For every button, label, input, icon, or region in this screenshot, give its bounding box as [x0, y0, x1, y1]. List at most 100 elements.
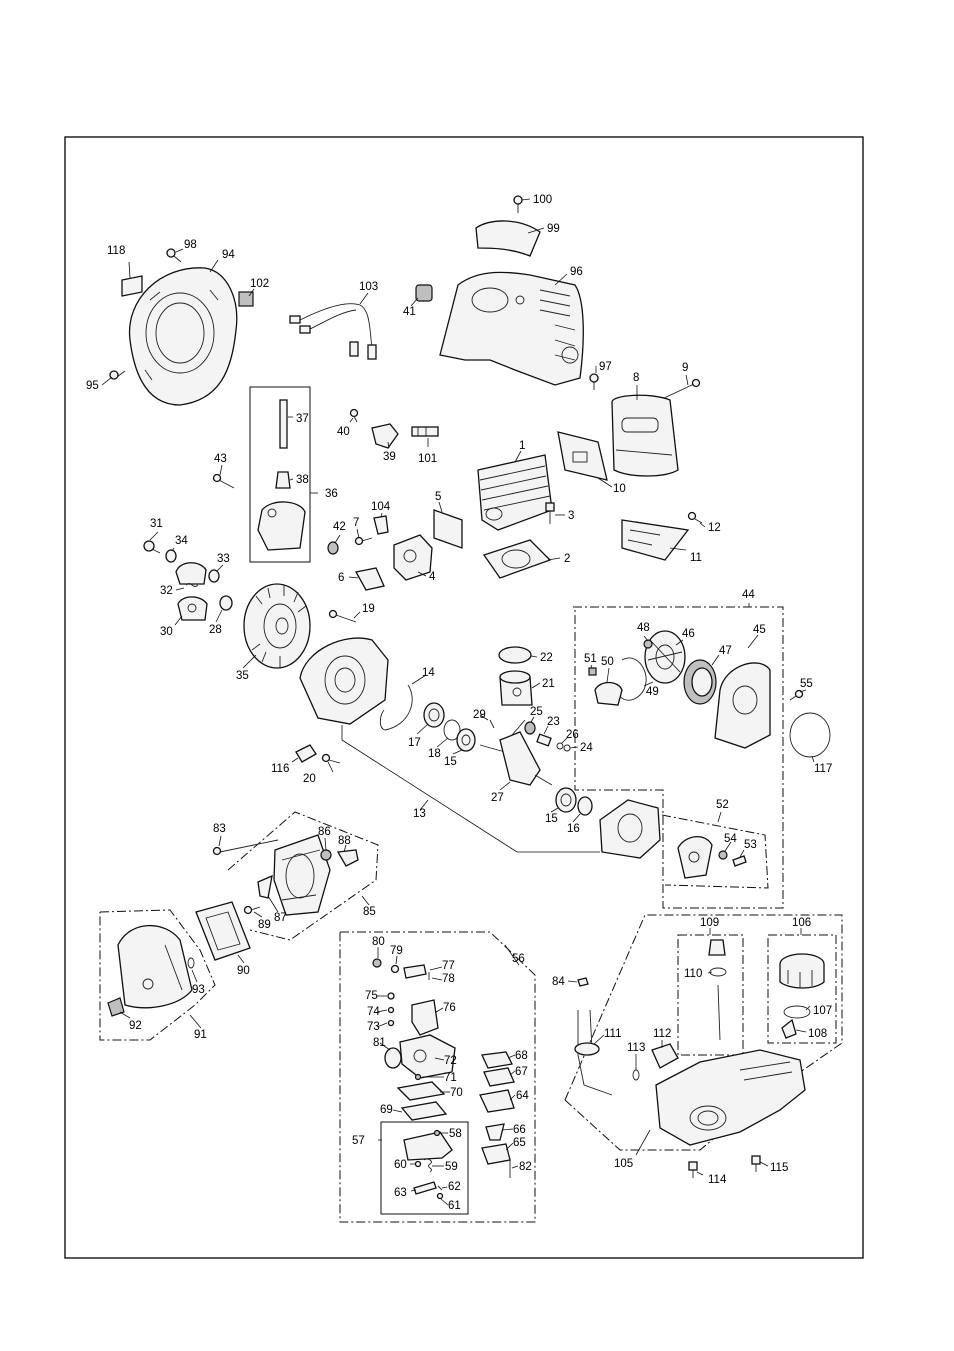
- sleeve-part: [279, 399, 288, 449]
- decal-part: [121, 275, 143, 297]
- fuel-cap-part: [779, 953, 825, 989]
- label-18: 18: [428, 748, 441, 760]
- muffler-part: [611, 394, 679, 477]
- label-69: 69: [380, 1104, 393, 1116]
- label-103: 103: [359, 281, 378, 293]
- fuel-tank-part: [655, 1049, 806, 1146]
- primer-bulb-part: [708, 939, 726, 956]
- needle-part-71: [414, 1073, 422, 1081]
- label-81: 81: [373, 1037, 386, 1049]
- label-39: 39: [383, 451, 396, 463]
- starter-handle-part: [594, 681, 623, 706]
- piston-pin-part: [536, 733, 552, 747]
- group-106-outline: [767, 934, 837, 1044]
- label-35: 35: [236, 670, 249, 682]
- bearing-part-15a: [456, 728, 476, 752]
- group-91-outline: [99, 909, 216, 1041]
- group-13-leader: [341, 725, 600, 853]
- bracket-part: [373, 515, 389, 535]
- label-53: 53: [744, 839, 757, 851]
- label-12: 12: [708, 522, 721, 534]
- label-74: 74: [367, 1006, 380, 1018]
- intake-gasket-part: [433, 509, 463, 549]
- nut-part-79: [390, 964, 400, 974]
- label-78: 78: [442, 973, 455, 985]
- screw-part-40: [349, 408, 359, 423]
- fuel-filter-part: [651, 1043, 679, 1069]
- group-109-outline: [677, 934, 744, 1056]
- bolt-part-3: [545, 502, 555, 524]
- label-47: 47: [719, 645, 732, 657]
- label-42: 42: [333, 521, 346, 533]
- label-68: 68: [515, 1050, 528, 1062]
- pump-diaphragm-part-67: [483, 1067, 515, 1087]
- piston-part: [499, 670, 533, 706]
- label-38: 38: [296, 474, 309, 486]
- label-32: 32: [160, 585, 173, 597]
- engine-cover-part: [439, 271, 584, 386]
- bolt-part-43: [212, 473, 235, 489]
- collar-part: [327, 541, 339, 555]
- lever-part-63: [413, 1181, 437, 1195]
- label-67: 67: [515, 1066, 528, 1078]
- screw-part-80: [372, 958, 382, 968]
- label-88: 88: [338, 835, 351, 847]
- ring-part-74: [387, 1006, 395, 1014]
- label-15a: 15: [444, 756, 457, 768]
- choke-lever-part: [336, 849, 359, 867]
- label-101: 101: [418, 453, 437, 465]
- label-104: 104: [371, 501, 391, 513]
- ignition-coil-part: [257, 501, 306, 551]
- wire-harness-part: [289, 303, 377, 360]
- label-76: 76: [443, 1002, 456, 1014]
- clutch-part: [177, 596, 208, 621]
- label-28: 28: [209, 624, 222, 636]
- pin-part-62: [437, 1185, 443, 1191]
- ring-part-93: [187, 957, 195, 969]
- label-79: 79: [390, 945, 403, 957]
- label-85: 85: [363, 906, 376, 918]
- label-45: 45: [753, 624, 766, 636]
- top-cap-part: [475, 220, 541, 257]
- flywheel-part: [243, 583, 311, 669]
- starter-pawl-part: [677, 836, 713, 879]
- label-73: 73: [367, 1021, 380, 1033]
- label-87: 87: [274, 912, 287, 924]
- pump-gasket-part-68: [481, 1051, 513, 1069]
- label-20: 20: [303, 773, 316, 785]
- label-89: 89: [258, 919, 271, 931]
- bearing-part-17: [423, 702, 445, 728]
- screw-part-100: [513, 195, 523, 213]
- oil-seal-part: [577, 796, 593, 816]
- piston-rings-part: [498, 646, 532, 664]
- label-84: 84: [552, 976, 565, 988]
- label-9: 9: [682, 362, 688, 374]
- bearing-part-15b: [555, 787, 577, 813]
- washer-part-28: [219, 595, 233, 611]
- grommet-part-113: [632, 1069, 640, 1081]
- label-11: 11: [690, 552, 702, 564]
- screw-part-61: [436, 1192, 444, 1200]
- circlip-part-24: [563, 744, 571, 752]
- label-2: 2: [564, 553, 570, 565]
- clutch-spring-part: [185, 583, 199, 587]
- label-93: 93: [192, 984, 205, 996]
- pawl-part-53: [732, 855, 747, 867]
- label-96: 96: [570, 266, 583, 278]
- label-13: 13: [413, 808, 426, 820]
- label-50: 50: [601, 656, 614, 668]
- label-5: 5: [435, 491, 441, 503]
- spark-plug-part: [411, 426, 439, 437]
- washer-part-75: [387, 992, 395, 1000]
- label-49: 49: [646, 686, 659, 698]
- label-37: 37: [296, 413, 309, 425]
- tube-part: [717, 984, 721, 1041]
- label-44: 44: [742, 589, 755, 601]
- label-25: 25: [530, 706, 543, 718]
- gasket-part-69: [400, 1101, 448, 1121]
- washer-part-34: [165, 549, 177, 563]
- label-24: 24: [580, 742, 593, 754]
- label-72: 72: [444, 1055, 457, 1067]
- screw-part-98: [166, 248, 182, 263]
